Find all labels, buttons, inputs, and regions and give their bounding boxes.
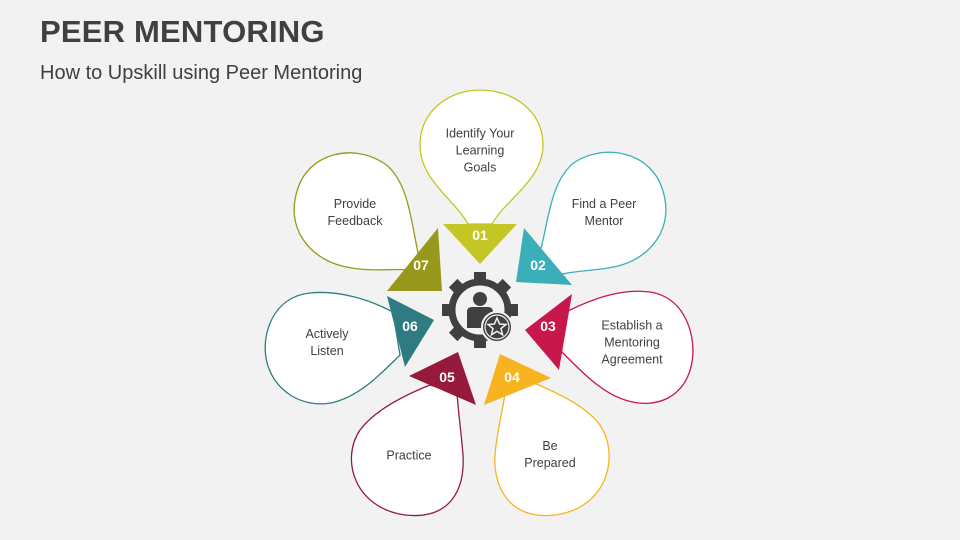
step-label-05: Practice	[386, 448, 432, 463]
step-label-06: Actively Listen	[305, 327, 349, 358]
step-number-01: 01	[472, 227, 488, 243]
triangle-07	[387, 228, 442, 291]
page-title: PEER MENTORING	[40, 14, 325, 49]
step-number-07: 07	[413, 257, 429, 273]
triangle-06	[387, 296, 434, 367]
triangle-03	[525, 294, 572, 370]
petal-05	[350, 384, 464, 517]
step-number-05: 05	[439, 369, 455, 385]
petal-03	[559, 290, 694, 404]
step-number-04: 04	[504, 369, 520, 385]
triangle-05	[409, 352, 476, 405]
petal-01	[419, 89, 544, 225]
gear-person-star-icon	[442, 272, 518, 348]
step-label-04: Be Prepared	[524, 439, 576, 470]
triangle-02	[516, 228, 572, 285]
step-label-01: Identify Your Learning Goals	[445, 126, 515, 175]
step-number-02: 02	[530, 257, 546, 273]
step-number-06: 06	[402, 318, 418, 334]
petal-02	[539, 151, 667, 284]
triangle-04	[484, 354, 551, 405]
petal-07	[293, 152, 421, 271]
step-label-07: Provide Feedback	[327, 197, 383, 228]
petal-04	[494, 381, 610, 517]
step-number-03: 03	[540, 318, 556, 334]
page-subtitle: How to Upskill using Peer Mentoring	[40, 62, 363, 84]
triangle-01	[443, 224, 517, 264]
step-label-02: Find a Peer Mentor	[571, 197, 637, 228]
step-label-03: Establish a Mentoring Agreement	[601, 318, 663, 367]
petal-06	[264, 291, 401, 405]
